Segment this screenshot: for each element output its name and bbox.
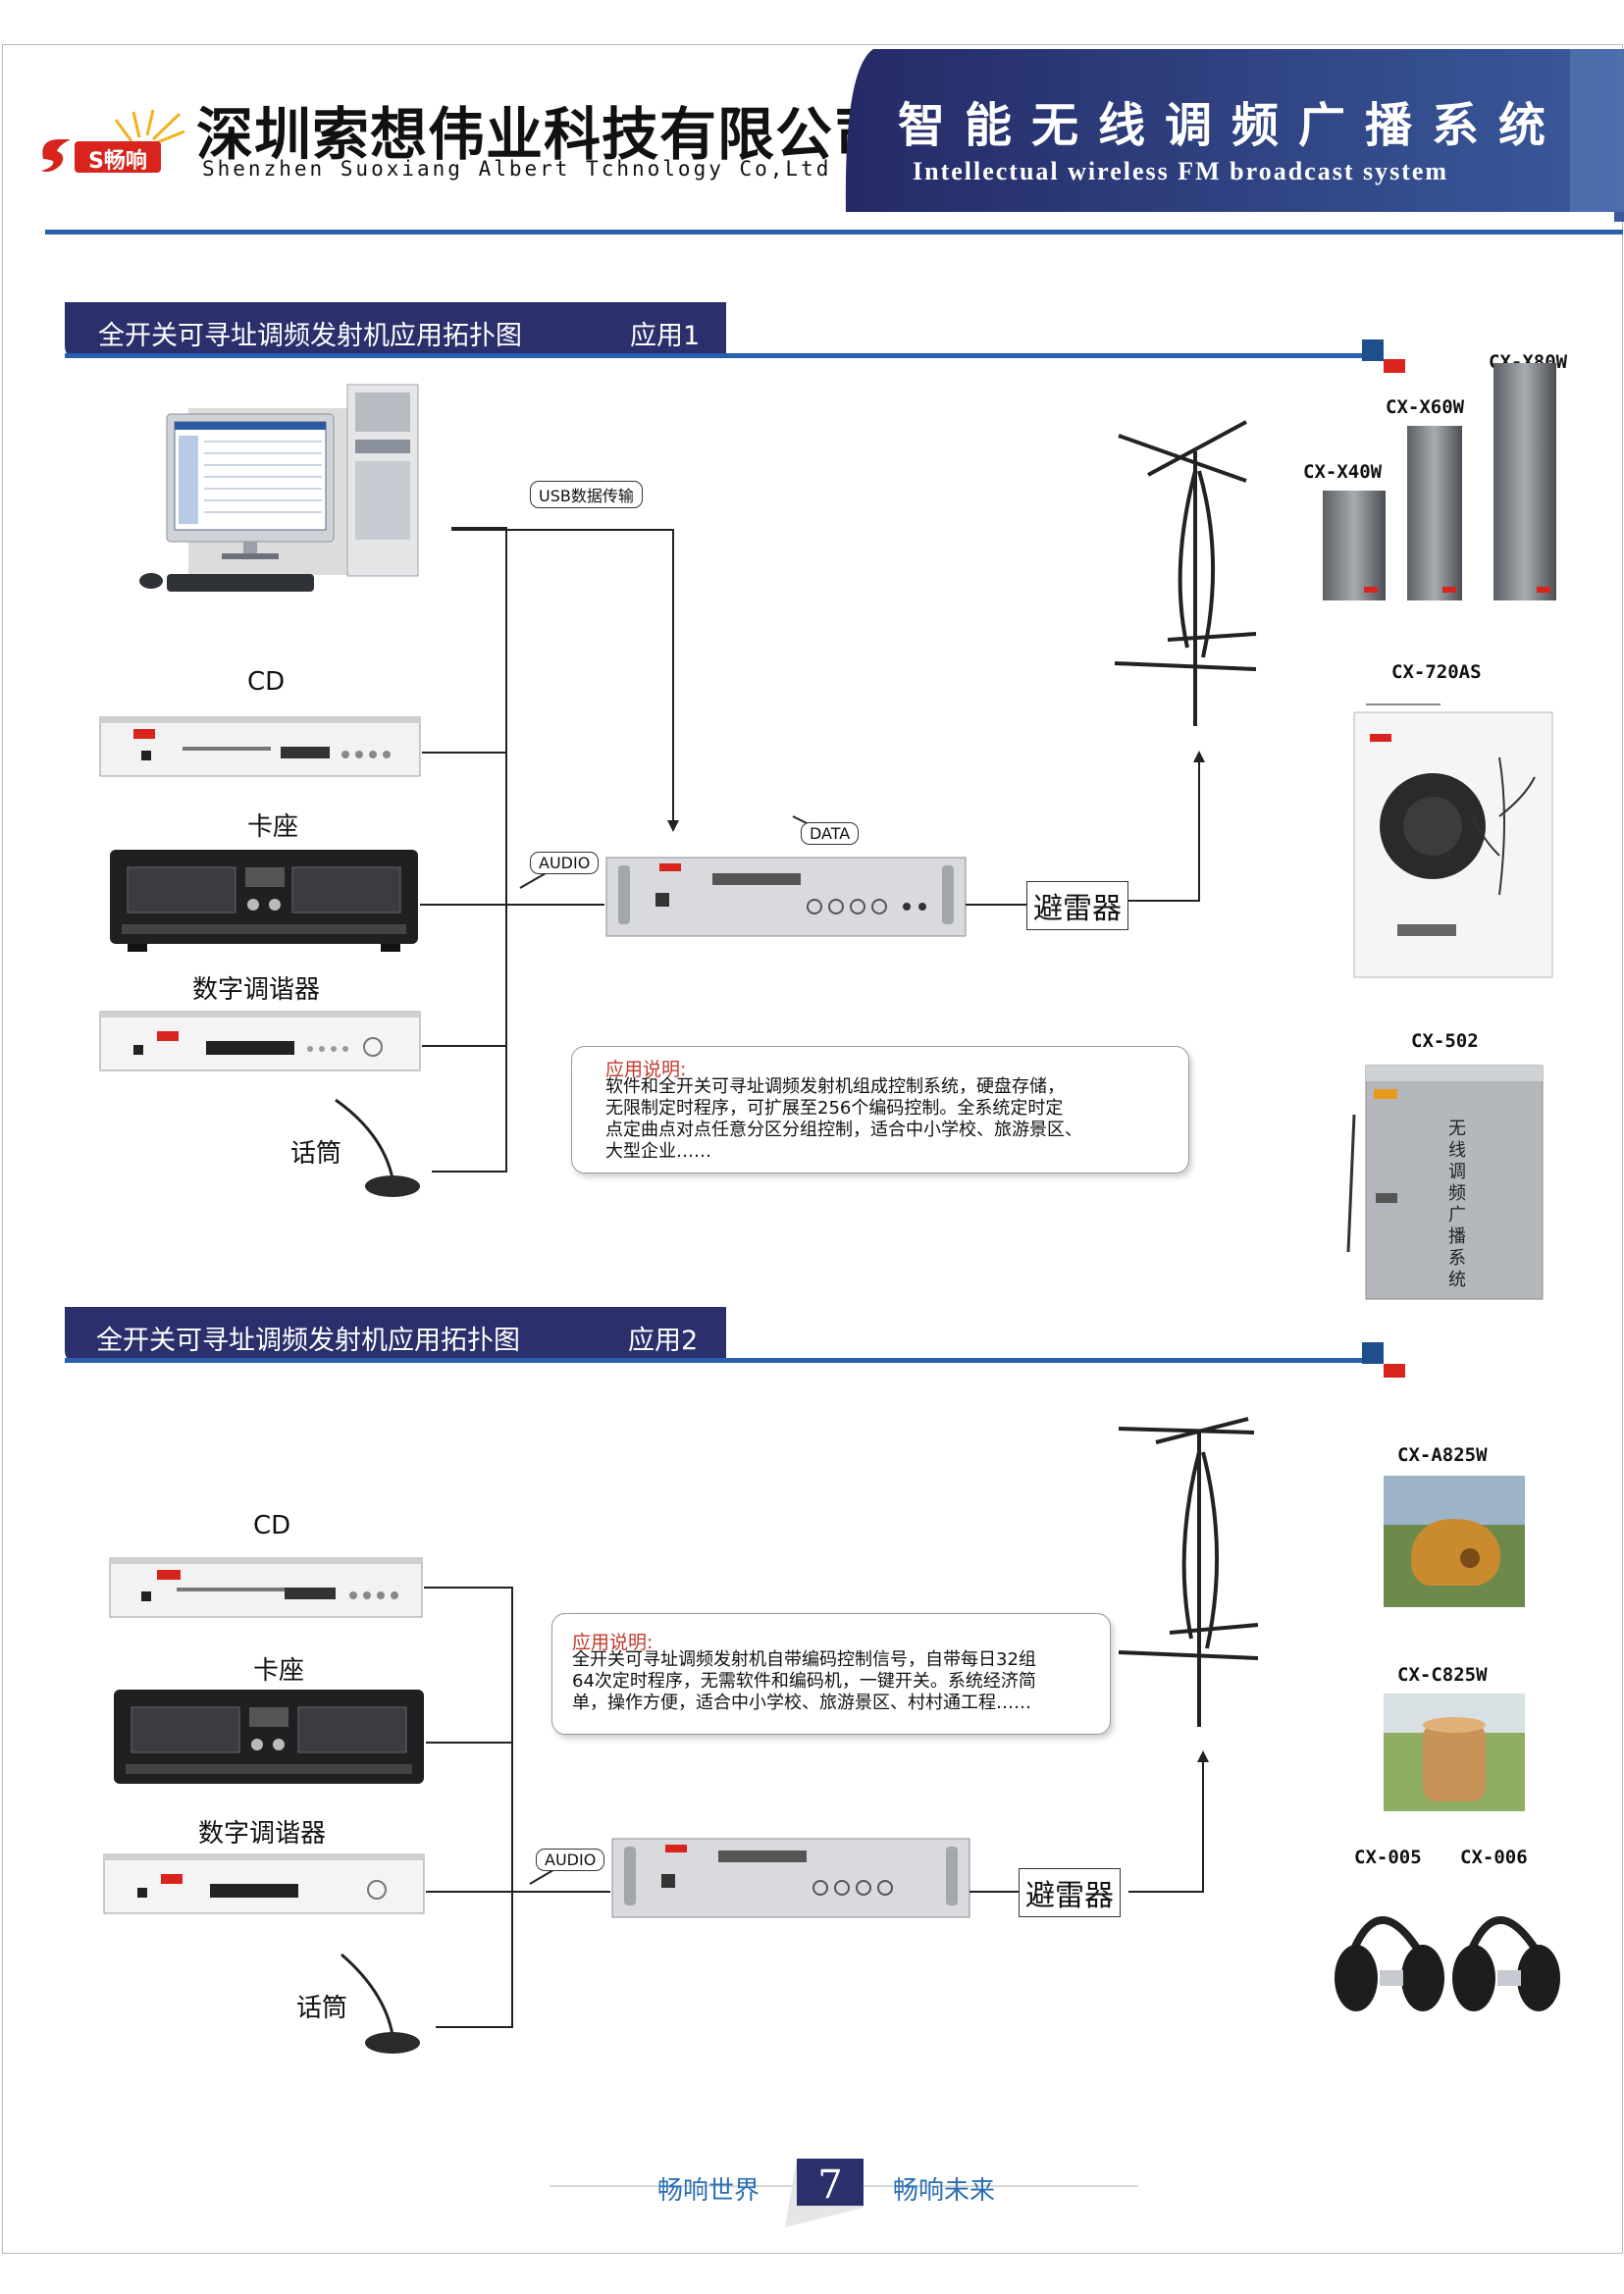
logo-text: S畅响 [88,149,147,174]
section2-note-line: 单，操作方便，适合中小学校、旅游景区、村村通工程…… [572,1693,1031,1713]
section1-app-label: 应用1 [630,321,701,351]
footer-left-text: 畅响世界 [657,2176,760,2206]
usb-tag: USB数据传输 [530,481,643,508]
section2-app-label: 应用2 [628,1326,699,1356]
section1-antenna-image [1109,412,1285,726]
model-cx-006: CX-006 [1460,1847,1528,1868]
section2-note-line: 64次定时程序，无需软件和编码机，一键开关。系统经济简 [572,1671,1036,1692]
section1-title: 全开关可寻址调频发射机应用拓扑图 [98,321,522,351]
section1-note-text: 软件和全开关可寻址调频发射机组成控制系统，硬盘存储， 无限制定时程序，可扩展至2… [605,1076,1082,1163]
model-cx-c825w: CX-C825W [1397,1664,1488,1686]
section2-header-bar [65,1307,1405,1378]
company-name-cn: 深圳索想伟业科技有限公司 [196,101,892,168]
model-cx-720as: CX-720AS [1391,661,1482,683]
model-cx-x60w: CX-X60W [1386,396,1465,418]
section1-note-line: 软件和全开关可寻址调频发射机组成控制系统，硬盘存储， [605,1076,1065,1097]
section2-lightning-arrester: 避雷器 [1019,1868,1121,1917]
section2-title: 全开关可寻址调频发射机应用拓扑图 [96,1326,520,1356]
tuner-image [98,1006,422,1076]
model-cx-a825w: CX-A825W [1397,1444,1488,1466]
section2-note-title: 应用说明: [572,1632,654,1653]
cassette-deck-image [108,846,420,954]
section1-lightning-arrester: 避雷器 [1026,881,1128,930]
footer-graphic [550,2159,1138,2227]
section1-note-line: 大型企业…… [605,1141,711,1162]
company-logo: S畅响 [37,109,185,179]
company-name-en: Shenzhen Suoxiang Albert Tchnology Co,Lt… [202,157,832,181]
section2-microphone-image [328,1949,436,2057]
section1-mic-label: 话筒 [290,1139,342,1169]
section2-note-line: 全开关可寻址调频发射机自带编码控制信号，自带每日32组 [572,1649,1036,1670]
wall-radio-speaker-image [1352,699,1554,979]
computer-image [128,373,451,608]
section2-mic-label: 话筒 [296,1994,348,2023]
section2-fm-transmitter-image [610,1835,971,1923]
banner-title: 智能无线调频广播系统 [898,98,1566,153]
cd-player-image [98,711,422,782]
outdoor-box-image: 无线调频广播系统 [1340,1056,1546,1301]
section2-note-box: 应用说明: 全开关可寻址调频发射机自带编码控制信号，自带每日32组 64次定时程… [551,1613,1111,1735]
microphone-image [324,1094,432,1202]
section2-note-text: 全开关可寻址调频发射机自带编码控制信号，自带每日32组 64次定时程序，无需软件… [572,1649,1036,1714]
section1-tuner-label: 数字调谐器 [192,975,321,1005]
section1-header-bar [65,302,1405,373]
data-tag: DATA [801,822,860,845]
section2-cassette-deck-image [112,1686,426,1794]
section1-deck-label: 卡座 [247,812,299,842]
section2-cd-player-image [108,1552,424,1623]
section1-note-line: 点定曲点对点任意分区分组控制，适合中小学校、旅游景区、 [605,1120,1082,1140]
footer-right-text: 畅响未来 [893,2176,996,2206]
section2-antenna-image [1111,1413,1287,1727]
section1-note-box: 应用说明: 软件和全开关可寻址调频发射机组成控制系统，硬盘存储， 无限制定时程序… [571,1046,1189,1173]
section1-note-line: 无限制定时程序，可扩展至256个编码控制。全系统定时定 [605,1098,1064,1119]
page-number: 7 [817,2163,843,2208]
section2-tuner-label: 数字调谐器 [198,1819,327,1849]
model-cx-005: CX-005 [1354,1847,1422,1868]
section1-cd-label: CD [247,667,286,697]
header-banner [45,49,1624,235]
column-speakers-image [1315,324,1580,608]
section2-audio-tag: AUDIO [536,1849,605,1871]
section2-deck-label: 卡座 [253,1656,305,1686]
fm-transmitter-image [604,854,968,942]
rock-speaker-image [1384,1476,1525,1607]
section2-cd-label: CD [253,1511,291,1540]
stump-speaker-image [1384,1694,1525,1811]
section1-audio-tag: AUDIO [530,852,600,874]
model-cx-x40w: CX-X40W [1303,461,1383,483]
headphones-image [1329,1876,1564,2023]
page-frame [2,44,1623,2254]
box-vertical-text: 无线调频广播系统 [1448,1119,1466,1290]
section2-tuner-image [102,1849,426,1919]
banner-subtitle: Intellectual wireless FM broadcast syste… [913,157,1449,185]
section1-note-title: 应用说明: [605,1059,687,1080]
model-cx-502: CX-502 [1411,1030,1479,1052]
